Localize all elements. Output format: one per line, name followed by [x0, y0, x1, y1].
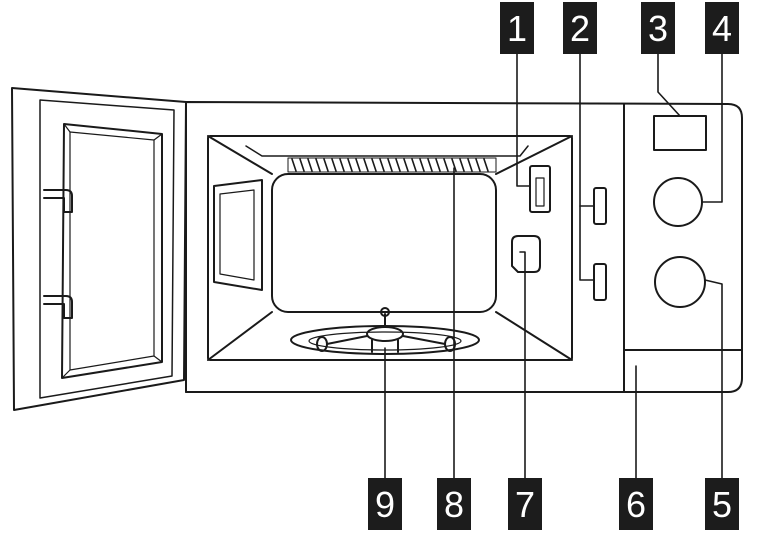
- door-inner-frame: [39, 99, 175, 399]
- door-window-inner: [69, 131, 155, 371]
- side-wall-panel: [213, 179, 263, 291]
- shaft-cover: [511, 235, 541, 273]
- callout-2-label: 2: [570, 8, 590, 49]
- door: [11, 87, 187, 411]
- callout-2: 2: [563, 2, 597, 54]
- display-window: [653, 115, 707, 151]
- microwave-body: [185, 101, 743, 393]
- callout-8: 8: [437, 478, 471, 530]
- control-panel: [623, 103, 743, 393]
- leader-line-4: [701, 53, 723, 203]
- body-outline: [185, 101, 743, 393]
- cavity-back-wall: [271, 173, 497, 313]
- control-knob-upper: [653, 177, 703, 227]
- control-knob-lower: [654, 256, 706, 308]
- roller-left: [316, 336, 328, 352]
- callout-boxes: 1 2 3 4 5 6 7 8: [368, 2, 739, 530]
- callout-9-label: 9: [375, 484, 395, 525]
- door-outer-frame: [11, 87, 187, 411]
- callout-1: 1: [500, 2, 534, 54]
- leader-line-1: [516, 53, 531, 187]
- lock-opening-upper: [593, 187, 607, 225]
- callout-6-label: 6: [626, 484, 646, 525]
- vent-grille-slots: [291, 158, 489, 172]
- leader-line-3: [657, 53, 681, 117]
- door-hook-lower: [43, 295, 73, 319]
- callout-7: 7: [508, 478, 542, 530]
- door-hook-upper: [43, 189, 73, 213]
- leader-line-2: [579, 53, 595, 281]
- vent-grille: [287, 157, 497, 173]
- ceiling-strip: [245, 145, 529, 157]
- callout-5: 5: [705, 478, 739, 530]
- safety-lock-slot: [529, 165, 551, 213]
- cavity-front-frame: [207, 135, 573, 361]
- lock-openings: [593, 187, 607, 301]
- callout-4: 4: [705, 2, 739, 54]
- callout-6: 6: [619, 478, 653, 530]
- callout-1-label: 1: [507, 8, 527, 49]
- turntable-hub: [366, 326, 404, 342]
- leader-lines: [384, 53, 723, 479]
- callout-9: 9: [368, 478, 402, 530]
- callout-4-label: 4: [712, 8, 732, 49]
- leader-line-5: [704, 279, 723, 479]
- callout-3: 3: [641, 2, 675, 54]
- callout-8-label: 8: [444, 484, 464, 525]
- callout-7-label: 7: [515, 484, 535, 525]
- door-window: [61, 123, 163, 379]
- callout-3-label: 3: [648, 8, 668, 49]
- callout-5-label: 5: [712, 484, 732, 525]
- leader-line-7: [519, 251, 526, 479]
- lock-opening-lower: [593, 263, 607, 301]
